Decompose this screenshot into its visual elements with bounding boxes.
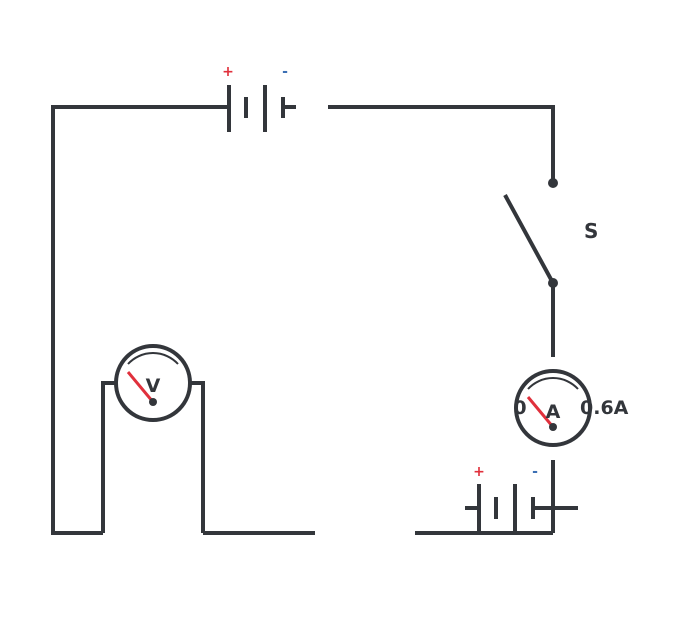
top-battery-plus-label: + [222, 64, 234, 80]
voltmeter-body [114, 344, 192, 422]
wire-top-left [51, 105, 228, 535]
switch-blade [503, 194, 555, 284]
ammeter-scale-arc [527, 377, 579, 390]
voltmeter: V [114, 344, 192, 422]
voltmeter-needle [126, 371, 155, 403]
top-battery: + - [222, 64, 296, 132]
switch-top-contact [548, 178, 558, 188]
bottom-battery-plus-label: + [473, 464, 485, 480]
wires [51, 105, 555, 535]
voltmeter-scale-arc [127, 352, 179, 365]
ammeter-needle [526, 396, 555, 428]
ammeter-scale-max-label: 0.6A [580, 397, 629, 419]
top-battery-minus-label: - [282, 64, 288, 80]
ammeter-label: A [546, 401, 561, 423]
ammeter-body [514, 369, 592, 447]
wire-top-right [328, 105, 555, 183]
ammeter-pivot [549, 423, 557, 431]
switch-s: S [503, 178, 598, 288]
bottom-battery-minus-label: - [532, 464, 538, 480]
ammeter-scale-min-label: 0 [513, 397, 526, 419]
voltmeter-label: V [146, 375, 161, 397]
switch-label: S [584, 219, 598, 243]
ammeter: A 0 0.6A [513, 369, 629, 447]
voltmeter-pivot [149, 398, 157, 406]
wire-voltmeter-left-lead [101, 381, 116, 533]
bottom-battery: + - [465, 464, 578, 532]
wire-voltmeter-right-lead [189, 381, 205, 533]
